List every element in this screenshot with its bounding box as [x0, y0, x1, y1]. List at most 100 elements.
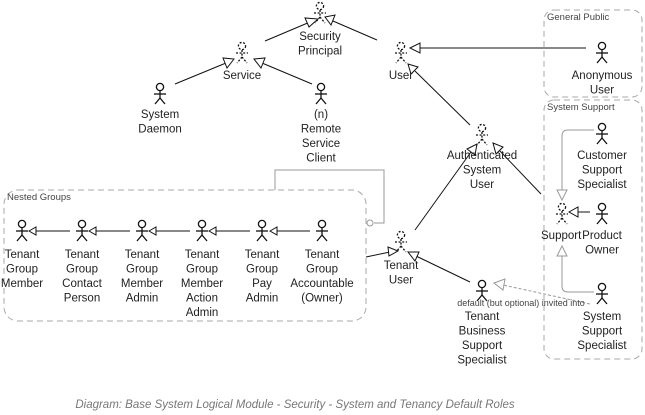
- anonymous-user-label-line: Anonymous: [572, 70, 633, 82]
- user-actor-icon: [395, 41, 407, 64]
- product-owner-label-line: Product: [582, 230, 622, 242]
- remote-service-client-actor-icon: [315, 82, 327, 105]
- tenant-business-support-label-line: Support: [462, 340, 503, 352]
- tg-contact-label-line: Contact: [62, 278, 102, 290]
- tg-contact-actor-icon: [76, 219, 88, 242]
- nested-groups-group-title: Nested Groups: [7, 192, 71, 203]
- system-support-specialist-label-line: Support: [582, 326, 623, 338]
- tg-pay-admin-label-line: Group: [246, 264, 278, 276]
- tg-contact-label-line: Group: [66, 264, 98, 276]
- tg-member-admin-actor-icon: [136, 219, 148, 242]
- edge-business-support-to-tenant-user: [415, 255, 471, 283]
- tg-member-action-admin-label-line: Admin: [186, 307, 219, 319]
- edge-support-to-authenticated: [498, 149, 542, 195]
- system-daemon-label-line: System: [141, 109, 179, 121]
- edge-customer-support-to-support: [561, 129, 594, 192]
- remote-service-client-label-line: Client: [306, 153, 336, 165]
- arrowhead-tenant-user-from-nested-groups: [387, 246, 400, 257]
- system-support-group: [543, 99, 643, 360]
- tg-pay-admin-actor-icon: [256, 219, 268, 242]
- tg-member-actor-icon: [16, 219, 28, 242]
- tg-member-admin-label-line: Admin: [126, 293, 159, 305]
- tg-accountable-label-line: Accountable: [290, 278, 353, 290]
- tg-member-action-admin-label-line: Group: [186, 264, 218, 276]
- remote-service-client-label-line: Remote: [301, 124, 341, 136]
- system-daemon-label-line: Daemon: [138, 124, 181, 136]
- customer-support-label-line: Specialist: [577, 179, 627, 191]
- arrowhead-security-principal-from-service: [304, 17, 320, 28]
- edge-daemon-to-service: [174, 62, 227, 85]
- arrowhead-authenticated-from-tenant: [466, 143, 478, 156]
- tg-member-label-line: Member: [1, 278, 43, 290]
- security-principal-label-line: Security: [299, 31, 341, 43]
- customer-support-label-line: Customer: [577, 150, 627, 162]
- product-owner-actor-icon: [596, 202, 608, 225]
- tenant-business-support-actor-icon: [476, 279, 488, 302]
- customer-support-label-line: Support: [582, 165, 623, 177]
- tg-member-admin-label-line: Group: [126, 264, 158, 276]
- tg-accountable-label-line: Group: [306, 264, 338, 276]
- system-daemon-actor-icon: [154, 82, 166, 105]
- tenant-user-actor-icon: [395, 230, 407, 253]
- tg-member-action-admin-label-line: Member: [181, 278, 223, 290]
- general-public-group: [543, 9, 643, 98]
- arrowhead-authenticated-from-support: [492, 142, 504, 155]
- arrowhead-pay-admin: [268, 226, 278, 236]
- tg-member-action-admin-label-line: Tenant: [185, 249, 220, 261]
- tg-member-admin-label-line: Tenant: [125, 249, 160, 261]
- system-support-specialist-actor-icon: [596, 282, 608, 305]
- service-actor-icon: [236, 41, 248, 64]
- arrowhead-action-admin: [207, 226, 217, 236]
- authenticated-user-label-line: User: [470, 179, 494, 191]
- security-principal-label-line: Principal: [298, 46, 342, 58]
- edge-service-to-security-principal: [264, 21, 311, 42]
- support-label: Support: [541, 230, 582, 242]
- authenticated-user-label-line: Authenticated: [447, 150, 517, 162]
- nested-groups-loop-anchor: [366, 219, 374, 227]
- tg-member-label-line: Tenant: [5, 249, 40, 261]
- anonymous-user-label-line: User: [590, 85, 614, 97]
- tg-contact-label-line: Person: [64, 293, 100, 305]
- edge-label-invited-into: default (but optional) invited into: [457, 298, 585, 308]
- tg-accountable-label-line: Tenant: [305, 249, 340, 261]
- tg-pay-admin-label-line: Admin: [246, 293, 279, 305]
- tg-pay-admin-label-line: Tenant: [245, 249, 280, 261]
- edges: [27, 14, 594, 305]
- arrowhead-user-from-authenticated: [407, 63, 419, 75]
- edge-user-to-security-principal: [332, 20, 378, 41]
- arrowhead-service-from-daemon: [222, 57, 235, 69]
- arrowhead-service-from-remote: [253, 57, 266, 69]
- general-public-group-title: General Public: [547, 12, 610, 23]
- authenticated-user-label-line: System: [463, 165, 501, 177]
- arrowhead-support-from-product-owner: [567, 206, 579, 218]
- edge-remote-to-service: [261, 62, 313, 85]
- remote-service-client-label-line: Service: [302, 138, 340, 150]
- service-label-line: Service: [223, 70, 261, 82]
- tg-member-label-line: Group: [6, 264, 38, 276]
- service-label: Service: [223, 70, 261, 82]
- tenant-business-support-label-line: Specialist: [457, 355, 507, 367]
- tg-accountable-actor-icon: [316, 219, 328, 242]
- tg-pay-admin-label-line: Pay: [252, 278, 272, 290]
- arrowhead-member: [27, 226, 37, 236]
- tenant-user-label-line: Tenant: [384, 260, 419, 272]
- support-label-line: Support: [541, 230, 582, 242]
- arrowhead-member-admin: [147, 226, 157, 236]
- edge-nested-groups-self-loop: [274, 169, 385, 224]
